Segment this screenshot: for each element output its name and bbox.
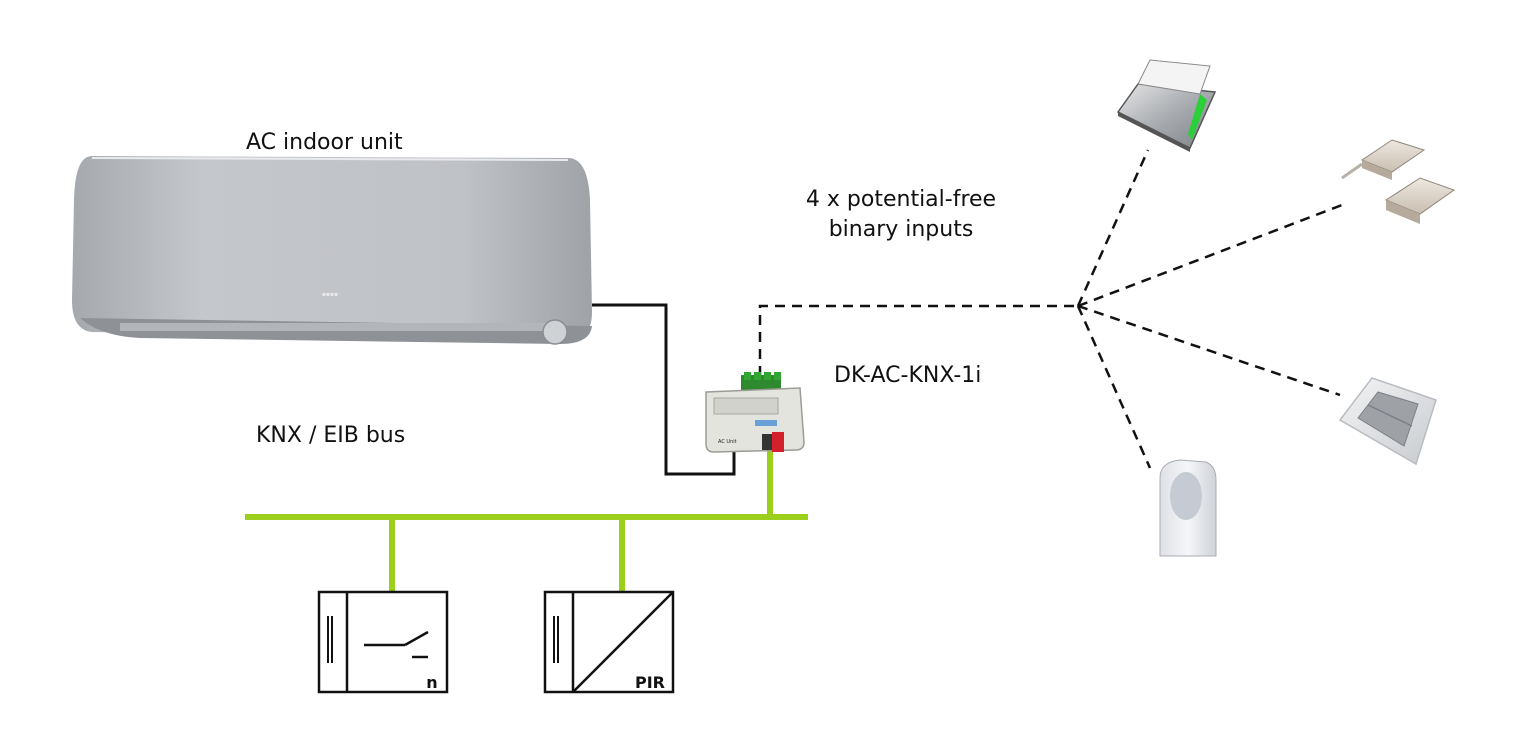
gateway-module-icon: AC Unit: [705, 372, 805, 453]
switch-actuator-letter: n: [426, 673, 437, 692]
pir-motion-detector-icon: [1159, 459, 1217, 557]
svg-text:▪▪▪▪: ▪▪▪▪: [322, 291, 338, 298]
pir-sensor-symbol: [543, 590, 675, 694]
pir-sensor-letter: PIR: [635, 673, 665, 692]
wall-switch-icon: [1338, 377, 1437, 466]
magnetic-door-contact-icon: [1341, 139, 1456, 224]
card-holder-icon: [1116, 59, 1217, 152]
ac-cable: [592, 303, 736, 476]
inputs-label-line1: 4 x potential-free: [805, 187, 997, 212]
ac-indoor-unit-icon: ▪▪▪▪: [72, 156, 592, 345]
binary-input-wiring: [758, 149, 1343, 469]
bus-label: KNX / EIB bus: [256, 423, 406, 448]
gateway-ac-port-label: AC Unit: [718, 439, 737, 445]
ac-unit-label: AC indoor unit: [246, 130, 403, 155]
inputs-label-line2: binary inputs: [828, 217, 974, 242]
knx-bus-line: [245, 448, 808, 592]
gateway-label: DK-AC-KNX-1i: [834, 363, 982, 388]
switch-actuator-symbol: [317, 590, 449, 694]
